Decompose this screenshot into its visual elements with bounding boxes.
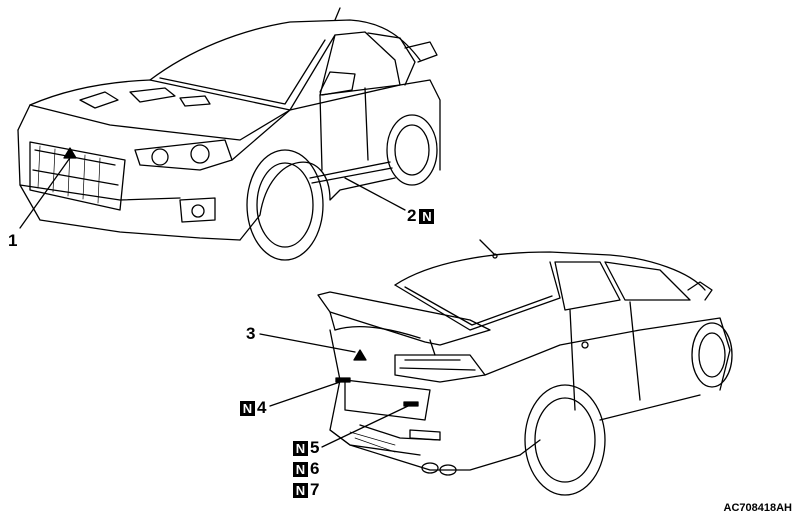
leader-line-1 [19, 154, 73, 229]
leader-line-4 [269, 381, 341, 407]
callout-7-number: 7 [310, 480, 320, 499]
figure-code: AC708418AH [723, 502, 792, 514]
rear-car-drawing [317, 239, 733, 496]
callout-5: N 5 [293, 439, 319, 457]
callout-7: N 7 [293, 481, 319, 499]
callout-2-number: 2 [407, 206, 417, 225]
leader-line-2 [344, 177, 406, 211]
callout-6-number: 6 [310, 459, 320, 478]
callout-6: N 6 [293, 460, 319, 478]
callout-2: 2 N [407, 206, 435, 225]
callout-4: N 4 [240, 399, 266, 417]
new-part-badge-icon: N [293, 461, 308, 477]
new-part-badge-icon: N [293, 482, 308, 498]
leader-line-5-6-7 [321, 405, 409, 448]
callout-3-number: 3 [246, 324, 256, 343]
callout-5-number: 5 [310, 438, 320, 457]
callout-1: 1 [8, 232, 17, 250]
callout-3: 3 [246, 325, 255, 343]
leader-line-3 [259, 333, 356, 353]
callout-4-number: 4 [257, 398, 267, 417]
new-part-badge-icon: N [240, 400, 255, 416]
new-part-badge-icon: N [293, 440, 308, 456]
new-part-badge-icon: N [419, 208, 435, 224]
front-car-drawing [17, 7, 441, 261]
callout-1-number: 1 [8, 231, 18, 250]
